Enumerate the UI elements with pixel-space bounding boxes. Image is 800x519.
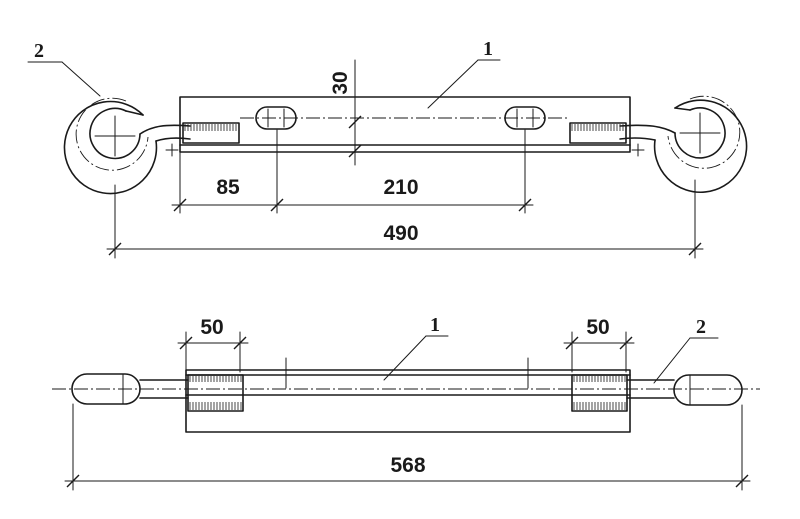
bottom-view: 50 50 568 1 2: [52, 314, 760, 491]
top-right-hook: [619, 95, 748, 194]
top-left-hook: [63, 97, 191, 195]
dim-50-left: 50: [200, 316, 223, 339]
top-dimension-chain: 85 210: [171, 176, 534, 212]
label-part-2-bottom: 2: [696, 316, 706, 338]
dim-490: 490: [383, 222, 418, 245]
dim-50-right: 50: [586, 316, 609, 339]
bottom-left-weld-dimension: 50: [177, 316, 249, 373]
dim-30: 30: [329, 71, 352, 94]
top-vertical-dimension: 30: [329, 59, 362, 166]
top-left-weld: [182, 122, 240, 144]
bottom-right-weld-dimension: 50: [563, 316, 635, 373]
bottom-overall-dimension: 568: [64, 403, 751, 491]
bottom-plate: [185, 357, 631, 433]
dim-568: 568: [390, 454, 425, 477]
top-plate: [179, 96, 631, 153]
bottom-leader-2: 2: [653, 316, 719, 384]
bottom-left-weld: [187, 374, 244, 412]
label-part-2-top: 2: [34, 40, 44, 62]
top-right-weld: [569, 122, 627, 144]
top-view: 30 85 210 490 1: [27, 38, 748, 259]
label-part-1-bottom: 1: [430, 314, 440, 336]
top-overall-dimension: 490: [106, 222, 704, 256]
bottom-right-weld: [571, 374, 628, 412]
label-part-1-top: 1: [483, 38, 493, 60]
top-leader-1: 1: [427, 38, 501, 109]
dim-85: 85: [216, 176, 240, 199]
top-leader-2: 2: [27, 40, 101, 97]
bottom-leader-1: 1: [383, 314, 449, 381]
bottom-right-eye: [626, 374, 743, 406]
dim-210: 210: [383, 176, 418, 199]
